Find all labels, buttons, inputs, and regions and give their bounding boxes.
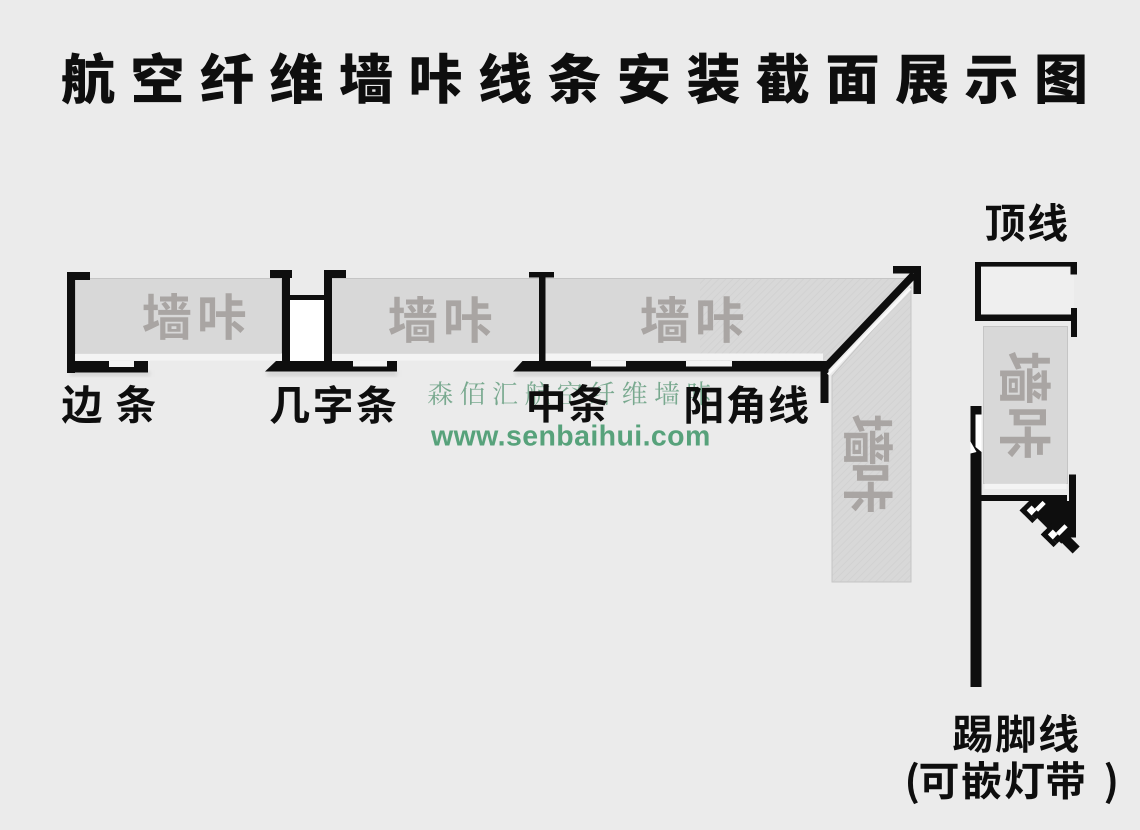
svg-text:www.senbaihui.com: www.senbaihui.com [430,421,711,453]
